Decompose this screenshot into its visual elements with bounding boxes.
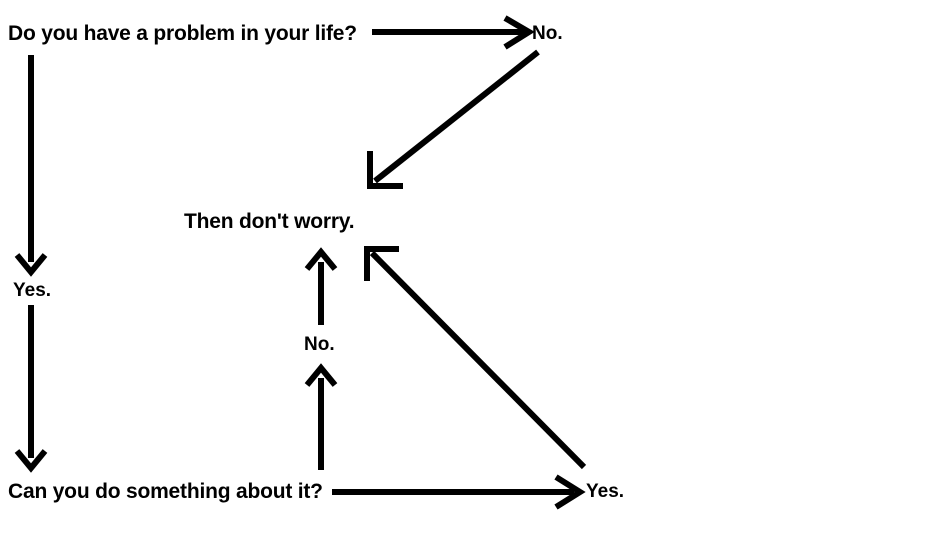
edge-q1-to-yes-left bbox=[14, 55, 48, 277]
edge-no-mid-to-advice bbox=[304, 247, 338, 325]
edge-q1-to-no-top bbox=[372, 15, 535, 50]
edge-yes-left-to-q2 bbox=[14, 305, 48, 473]
edge-q2-to-no-mid bbox=[304, 363, 338, 470]
node-label-yes-left: Yes. bbox=[13, 280, 52, 301]
node-label-no-top: No. bbox=[532, 23, 563, 44]
edge-q2-to-yes-bottom bbox=[332, 474, 586, 510]
edge-no-top-to-advice bbox=[367, 49, 540, 189]
node-label-no-middle: No. bbox=[304, 334, 335, 355]
node-label-yes-bottom: Yes. bbox=[586, 481, 625, 502]
node-question-problem: Do you have a problem in your life? bbox=[8, 22, 357, 45]
node-question-do-something: Can you do something about it? bbox=[8, 480, 323, 503]
edge-yes-bottom-to-advice bbox=[364, 246, 587, 470]
node-advice-dont-worry: Then don't worry. bbox=[184, 210, 355, 233]
